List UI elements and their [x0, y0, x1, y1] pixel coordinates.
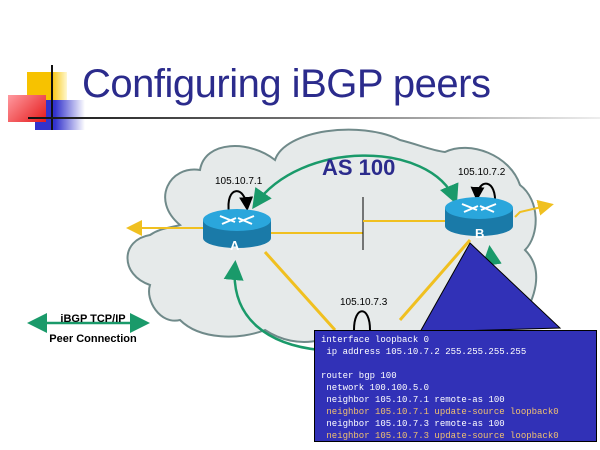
config-callout: interface loopback 0 ip address 105.10.7…: [314, 330, 597, 442]
config-line-highlight: neighbor 105.10.7.3 update-source loopba…: [321, 431, 559, 441]
config-line: neighbor 105.10.7.1 remote-as 100: [321, 395, 505, 405]
config-line: [321, 358, 590, 370]
decor-vertical-line: [51, 65, 53, 130]
config-line-highlight: neighbor 105.10.7.1 update-source loopba…: [321, 407, 559, 417]
loopback-arrow-c: [353, 310, 371, 331]
router-b-label: B: [475, 226, 485, 241]
title-underline: [28, 117, 600, 119]
config-line: interface loopback 0: [321, 335, 430, 345]
legend: iBGP TCP/IP Peer Connection: [40, 313, 146, 346]
legend-line2: Peer Connection: [49, 333, 137, 345]
config-line: ip address 105.10.7.2 255.255.255.255: [321, 347, 527, 357]
loopback-label-c: 105.10.7.3: [340, 297, 388, 308]
config-line: network 100.100.5.0: [321, 383, 430, 393]
link-a-c: [263, 250, 337, 332]
config-line: router bgp 100: [321, 371, 397, 381]
router-a: [203, 209, 271, 248]
loopback-arrow-a: [227, 190, 254, 214]
legend-line1: iBGP TCP/IP: [60, 313, 126, 325]
config-line: neighbor 105.10.7.3 remote-as 100: [321, 419, 505, 429]
link-b-external: [514, 199, 554, 218]
page-title: Configuring iBGP peers: [82, 62, 491, 106]
loopback-label-a: 105.10.7.1: [215, 176, 263, 187]
link-b-c: [398, 239, 472, 321]
peer-arrow-a-c: [223, 260, 321, 352]
peer-arrow-a-b: [252, 154, 459, 210]
router-a-label: A: [230, 238, 240, 253]
loopback-label-b: 105.10.7.2: [458, 167, 506, 178]
router-b: [445, 197, 513, 236]
as-label: AS 100: [322, 155, 396, 180]
